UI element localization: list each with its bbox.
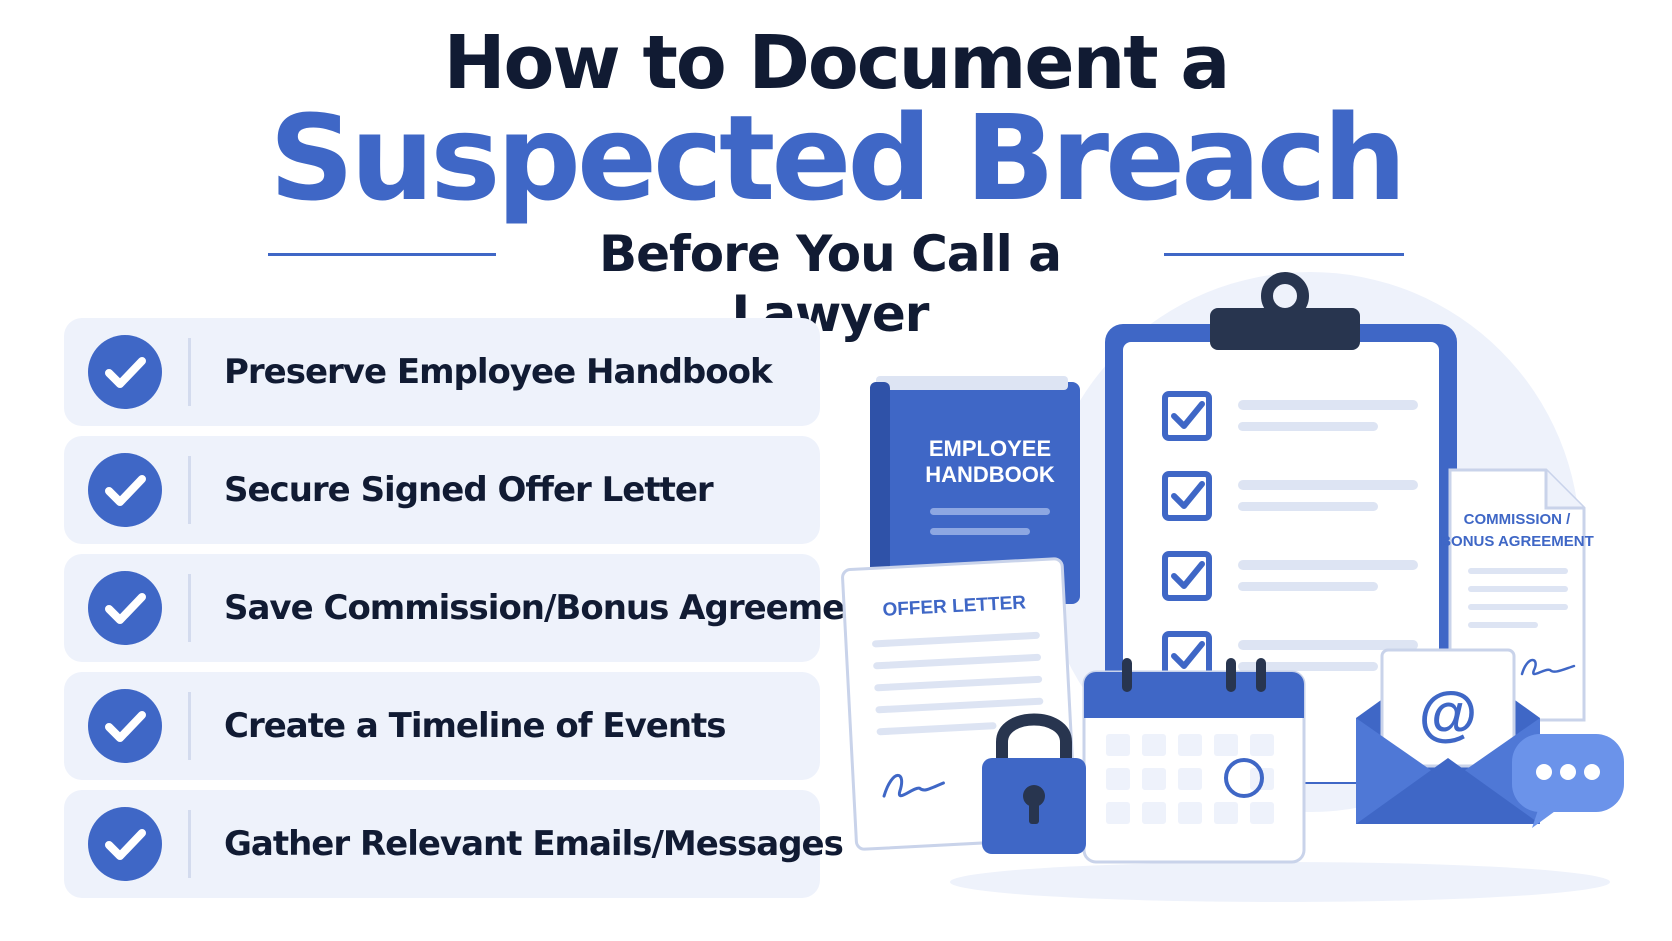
item-separator (188, 456, 191, 524)
at-sign-icon: @ (1419, 680, 1478, 747)
handbook-label: HANDBOOK (925, 462, 1055, 487)
check-circle-icon (88, 335, 162, 409)
checklist-item: Create a Timeline of Events (64, 672, 820, 780)
check-circle-icon (88, 689, 162, 763)
handbook-label: EMPLOYEE (929, 436, 1051, 461)
check-circle-icon (88, 807, 162, 881)
clipboard-checkbox-icon (1162, 551, 1418, 601)
checklist-item-label: Create a Timeline of Events (224, 706, 727, 746)
item-separator (188, 338, 191, 406)
item-separator (188, 574, 191, 642)
clipboard-checkbox-icon (1162, 471, 1418, 521)
commission-label: BONUS AGREEMENT (1440, 533, 1594, 550)
checklist-item-label: Secure Signed Offer Letter (224, 470, 714, 510)
title-line-2: Suspected Breach (269, 89, 1406, 227)
signature-icon (882, 773, 945, 798)
checklist-item: Secure Signed Offer Letter (64, 436, 820, 544)
item-separator (188, 810, 191, 878)
divider-left (268, 253, 496, 256)
checklist-item: Save Commission/Bonus Agreements (64, 554, 903, 662)
check-circle-icon (88, 571, 162, 645)
chat-bubble-icon (1512, 734, 1624, 828)
checklist-item: Preserve Employee Handbook (64, 318, 820, 426)
title-line-1: How to Document a (443, 20, 1231, 106)
envelope-icon: @ (1356, 648, 1540, 824)
checklist-item: Gather Relevant Emails/Messages (64, 790, 844, 898)
checklist-item-label: Preserve Employee Handbook (224, 352, 773, 392)
ground-shadow (950, 862, 1610, 902)
item-separator (188, 692, 191, 760)
calendar-icon (1082, 658, 1306, 864)
documents-illustration: EMPLOYEE HANDBOOK OFFER LETTER COMMISSIO… (841, 272, 1624, 902)
divider-right (1164, 253, 1404, 256)
book-icon: EMPLOYEE HANDBOOK (870, 376, 1080, 604)
checklist-item-label: Gather Relevant Emails/Messages (224, 824, 844, 864)
checklist-item-label: Save Commission/Bonus Agreements (224, 588, 903, 628)
lock-icon (982, 713, 1086, 854)
commission-label: COMMISSION / (1464, 511, 1572, 528)
check-circle-icon (88, 453, 162, 527)
checklist: Preserve Employee Handbook Secure Signed… (64, 318, 903, 908)
signature-icon (1520, 658, 1576, 676)
clipboard-icon (1105, 272, 1457, 784)
clipboard-checkbox-icon (1162, 391, 1418, 441)
